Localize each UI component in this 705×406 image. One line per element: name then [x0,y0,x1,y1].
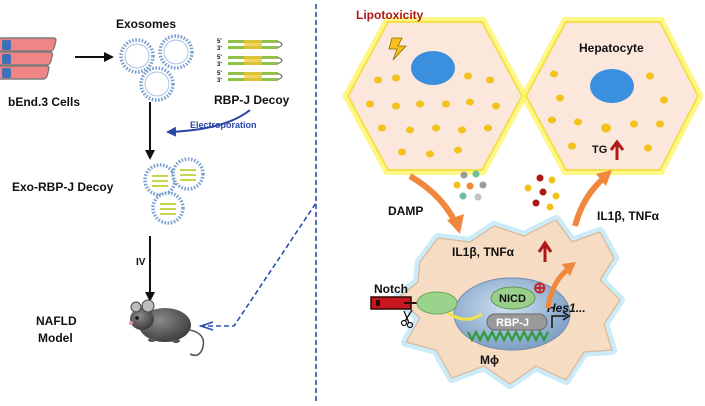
strand-end-5: 5' [217,71,222,77]
model-label: Model [38,331,73,345]
cytokine-out-arrow-shaft [572,175,607,227]
tg-up-arrow [609,139,625,160]
damp-particles [453,170,487,201]
scissors-icon [400,309,414,329]
strand-end-4: 3' [217,62,222,68]
macrophage-label: Mϕ [480,353,499,367]
lipid-droplets-right [548,70,668,152]
cytokines-out-label: IL1β, TNFα [597,209,660,223]
dashed-link-arrow [200,202,317,327]
plus-symbol: ⊕ [533,280,546,297]
exo-decoy-label: Exo-RBP-J Decoy [12,180,114,194]
electroporation-arrow [166,109,251,137]
cytokines-in-label: IL1β, TNFα [452,245,515,259]
rbpj-block [486,313,548,331]
lipid-droplets-left [366,72,500,158]
exosome-group [119,34,194,102]
bend3-cells-label: bEnd.3 Cells [8,95,80,109]
induction-arrow-head [562,262,576,276]
strand-end-2: 3' [217,46,222,52]
hepatocyte-nucleus-left [411,51,455,85]
damp-arrow-head [447,214,464,234]
decoy-dna-strands [228,40,283,81]
damp-label: DAMP [388,204,423,218]
released-nicd-oval [416,291,458,315]
electroporation-label: Electroporation [190,120,257,130]
exo-decoy-cluster [143,157,205,225]
hepatocyte-label: Hepatocyte [579,41,644,55]
promoter-arrow [551,315,566,328]
strand-end-3: 5' [217,55,222,61]
nicd-label: NICD [499,293,526,305]
iv-label: IV [136,257,146,268]
lipotoxicity-label: Lipotoxicity [356,8,424,22]
hepatocyte-nucleus-right [590,69,634,103]
damp-arrow-shaft [408,173,458,224]
tg-label: TG [592,144,607,156]
strand-end-6: 3' [217,78,222,84]
cytokine-up-arrow [537,240,553,262]
nicd-translocation-path [447,311,483,321]
lightning-icon [388,37,407,61]
rbpj-decoy-label: RBP-J Decoy [214,93,290,107]
promoter-arrowhead [562,311,571,321]
dashed-link-arrowhead [198,321,214,331]
cytokine-particles [524,174,560,211]
dna-strand [467,329,549,343]
nafld-label: NAFLD [36,314,77,328]
exosomes-label: Exosomes [116,17,176,31]
hepatocyte-hexagon-left [342,17,528,175]
nicd-blob [490,286,536,310]
rbpj-label: RBP-J [496,317,529,329]
cell-flask-stack [0,37,57,80]
cytokine-out-arrow-head [596,170,612,186]
hes1-label: Hes1... [547,301,586,315]
notch-label: Notch [374,282,408,296]
strand-end-1: 5' [217,39,222,45]
mouse-icon [129,299,205,357]
